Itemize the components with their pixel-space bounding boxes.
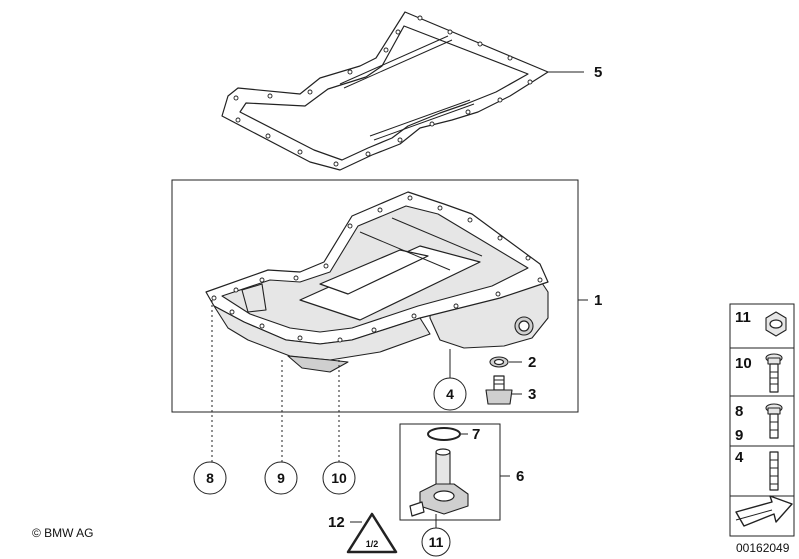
copyright-text: © BMW AG	[32, 526, 94, 540]
stud-icon	[769, 451, 779, 491]
collar-nut-icon	[765, 311, 787, 337]
callout-9-circle	[264, 461, 298, 495]
callout-11: 11	[429, 534, 444, 550]
callout-5: 5	[594, 64, 602, 81]
image-number: 00162049	[736, 541, 790, 555]
callout-11-circle	[421, 527, 451, 557]
callout-9: 9	[277, 470, 285, 486]
callout-2: 2	[528, 354, 536, 371]
callout-8: 8	[206, 470, 214, 486]
svg-text:1/2: 1/2	[366, 539, 379, 549]
legend-8: 8	[735, 403, 743, 420]
oil-pan	[205, 191, 549, 373]
o-ring	[427, 427, 461, 441]
sensor-frame	[399, 423, 501, 521]
warning-label-icon: 1/2	[346, 512, 398, 554]
legend-4: 4	[735, 449, 744, 466]
callout-10-circle	[322, 461, 356, 495]
callout-12: 12	[328, 514, 345, 531]
assembly-frame	[171, 179, 579, 413]
legend-10: 10	[735, 355, 752, 372]
oil-level-sensor	[409, 448, 469, 517]
callout-7: 7	[472, 426, 480, 443]
legend-11: 11	[735, 309, 751, 326]
callout-4: 4	[446, 386, 454, 402]
callout-4-circle	[433, 377, 467, 411]
callout-3: 3	[528, 386, 536, 403]
seal-ring	[489, 356, 509, 368]
fastener-legend: 11 10 8 9 4	[729, 303, 795, 537]
short-bolt-icon	[765, 403, 783, 439]
arrow-symbol-icon	[735, 495, 793, 527]
callout-1: 1	[594, 292, 602, 309]
callout-6: 6	[516, 468, 524, 485]
drain-plug	[485, 375, 513, 405]
legend-9: 9	[735, 427, 743, 444]
callout-10: 10	[331, 470, 347, 486]
callout-8-circle	[193, 461, 227, 495]
long-bolt-icon	[765, 353, 783, 393]
oil-pan-gasket	[221, 11, 549, 171]
